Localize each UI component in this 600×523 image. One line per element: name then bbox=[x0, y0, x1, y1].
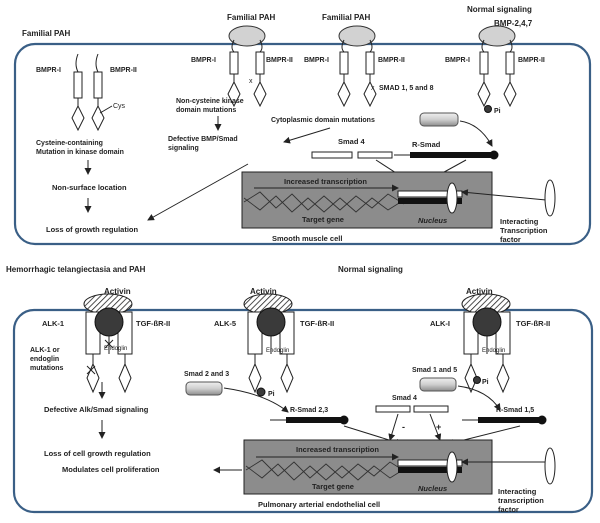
interacting-factor-top bbox=[544, 179, 556, 217]
cys-mutation-label-2: Mutation in kinase domain bbox=[36, 149, 124, 156]
tgfbr2-label-2: TGF-ßR-II bbox=[300, 319, 334, 328]
activin-label-2: Activin bbox=[250, 287, 277, 296]
title-normal-signaling-bottom: Normal signaling bbox=[338, 265, 403, 274]
smad-cylinder-top bbox=[419, 112, 459, 127]
pi-label-bottom-2: Pi bbox=[482, 379, 489, 386]
alk-i-label: ALK-I bbox=[430, 319, 450, 328]
smad15-cylinder bbox=[419, 377, 457, 392]
bmpr2-label-1: BMPR-II bbox=[110, 67, 137, 74]
x-mark-1: x bbox=[249, 78, 253, 85]
title-ht-pah: Hemorrhagic telangiectasia and PAH bbox=[6, 265, 146, 274]
smad158-label: SMAD 1, 5 and 8 bbox=[379, 85, 434, 92]
rsmad-molecule bbox=[394, 150, 499, 160]
interacting-label-bottom-2: transcription bbox=[498, 496, 544, 505]
cyto-mutation-label: Cytoplasmic domain mutations bbox=[271, 117, 375, 124]
cys-label: Cys bbox=[113, 103, 126, 110]
defective-bmp-label-1: Defective BMP/Smad bbox=[168, 136, 238, 143]
mutation-label-2: endoglin bbox=[30, 356, 59, 363]
bmpr2-label-2: BMPR-II bbox=[266, 57, 293, 64]
target-gene-label-bottom: Target gene bbox=[312, 482, 354, 491]
smad23-label: Smad 2 and 3 bbox=[184, 371, 229, 378]
smad4-block-1 bbox=[311, 151, 353, 159]
alk1-complex-mutated bbox=[83, 293, 133, 394]
defective-alk-label: Defective Alk/Smad signaling bbox=[44, 405, 149, 414]
mutation-label-1: ALK-1 or bbox=[30, 347, 60, 354]
interacting-label-bottom-3: factor bbox=[498, 505, 519, 514]
endoglin-label-3: Endoglin bbox=[482, 348, 505, 354]
smad4-block-2 bbox=[357, 151, 393, 159]
bmp-ligand-label: BMP-2,4,7 bbox=[494, 19, 533, 28]
title-normal-signaling: Normal signaling bbox=[467, 5, 532, 14]
noncys-label-2: domain mutations bbox=[176, 107, 236, 114]
interacting-label-bottom-1: Interacting bbox=[498, 487, 537, 496]
interacting-label-top-1: Interacting bbox=[500, 217, 539, 226]
bmpr2-label-3: BMPR-II bbox=[378, 57, 405, 64]
x-mark-2: x bbox=[371, 85, 375, 92]
minus-sign: - bbox=[402, 422, 405, 432]
nucleus-label-top: Nucleus bbox=[418, 216, 447, 225]
modulates-label: Modulates cell proliferation bbox=[62, 465, 160, 474]
bottom-panel: Hemorrhagic telangiectasia and PAH Norma… bbox=[6, 265, 594, 514]
rsmad-label: R-Smad bbox=[412, 140, 441, 149]
activin-label-1: Activin bbox=[104, 287, 131, 296]
receptor-pair-cys bbox=[71, 53, 113, 132]
bmpr1-label-2: BMPR-I bbox=[191, 57, 216, 64]
alk1-label: ALK-1 bbox=[42, 319, 64, 328]
smooth-muscle-cell-label: Smooth muscle cell bbox=[272, 234, 342, 243]
interacting-label-top-3: factor bbox=[500, 235, 521, 244]
increased-tx-label-bottom: Increased transcription bbox=[296, 445, 379, 454]
top-panel: Familial PAH Familial PAH Familial PAH N… bbox=[13, 5, 592, 246]
tgfbr2-label-3: TGF-ßR-II bbox=[516, 319, 550, 328]
rsmad15-molecule bbox=[462, 415, 547, 425]
interacting-label-top-2: Transcription bbox=[500, 226, 548, 235]
endothelial-cell-label: Pulmonary arterial endothelial cell bbox=[258, 500, 380, 509]
target-gene-label-top: Target gene bbox=[302, 215, 344, 224]
smad15-label: Smad 1 and 5 bbox=[412, 367, 457, 374]
title-familial-pah-3: Familial PAH bbox=[322, 13, 371, 22]
pi-label-top: Pi bbox=[494, 108, 501, 115]
smad23-cylinder bbox=[185, 381, 223, 396]
title-familial-pah: Familial PAH bbox=[22, 29, 71, 38]
endothelial-cell-membrane bbox=[12, 308, 594, 514]
alk-i-complex bbox=[461, 293, 511, 394]
bmpr1-label-3: BMPR-I bbox=[304, 57, 329, 64]
endoglin-label-1: Endoglin bbox=[104, 346, 127, 352]
smad4-label-bottom: Smad 4 bbox=[392, 395, 417, 402]
endoglin-label-2: Endoglin bbox=[266, 348, 289, 354]
loss-cell-growth-label: Loss of cell growth regulation bbox=[44, 449, 151, 458]
smooth-muscle-cell-membrane bbox=[13, 42, 592, 246]
smad4-label-top: Smad 4 bbox=[338, 137, 366, 146]
activin-label-3: Activin bbox=[466, 287, 493, 296]
receptor-pair-cytoplasmic bbox=[337, 25, 377, 108]
alk5-label: ALK-5 bbox=[214, 319, 236, 328]
bmpr1-label-1: BMPR-I bbox=[36, 67, 61, 74]
interacting-factor-bottom bbox=[544, 447, 556, 485]
nucleus-label-bottom: Nucleus bbox=[418, 484, 447, 493]
receptor-pair-normal bbox=[477, 25, 517, 113]
loss-growth-label: Loss of growth regulation bbox=[46, 225, 138, 234]
non-surface-label: Non-surface location bbox=[52, 183, 127, 192]
title-familial-pah-2: Familial PAH bbox=[227, 13, 276, 22]
tgfbr2-label-1: TGF-ßR-II bbox=[136, 319, 170, 328]
bmpr2-label-4: BMPR-II bbox=[518, 57, 545, 64]
defective-bmp-label-2: signaling bbox=[168, 145, 199, 152]
cys-mutation-label-1: Cysteine-containing bbox=[36, 140, 103, 147]
pi-label-bottom-1: Pi bbox=[268, 391, 275, 398]
mutation-label-3: mutations bbox=[30, 365, 64, 372]
alk5-complex bbox=[243, 293, 295, 397]
rsmad23-label: R-Smad 2,3 bbox=[290, 407, 328, 414]
bmpr1-label-4: BMPR-I bbox=[445, 57, 470, 64]
plus-sign: + bbox=[436, 422, 441, 432]
receptor-pair-noncys bbox=[227, 25, 267, 108]
smad4-bottom-block-2 bbox=[413, 405, 449, 413]
rsmad23-molecule bbox=[270, 415, 349, 425]
smad4-bottom-block-1 bbox=[375, 405, 411, 413]
increased-tx-label-top: Increased transcription bbox=[284, 177, 367, 186]
noncys-label-1: Non-cysteine kinase bbox=[176, 98, 244, 105]
rsmad15-label: R-Smad 1,5 bbox=[496, 407, 534, 414]
